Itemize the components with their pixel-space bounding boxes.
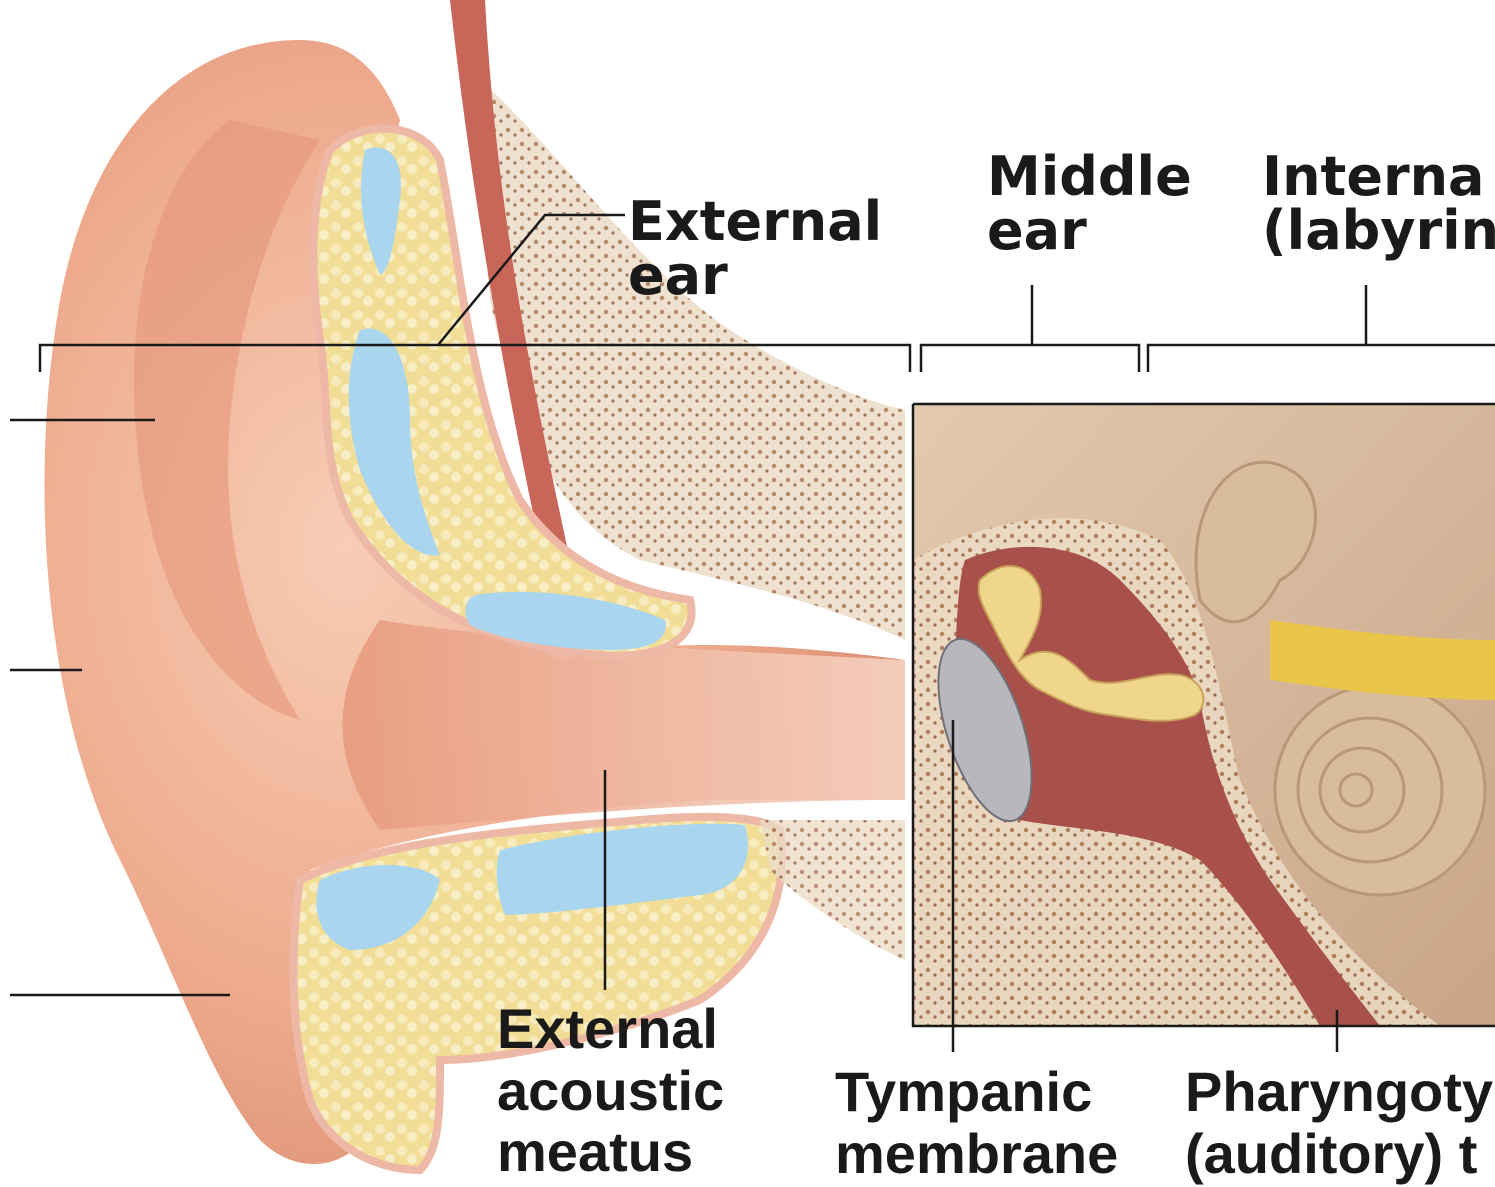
label-meatus-line-3: meatus [497, 1121, 724, 1183]
label-tympanic-membrane: Tympanic membrane [835, 1061, 1118, 1184]
label-external-acoustic-meatus: External acoustic meatus [497, 998, 724, 1183]
label-external-ear-line-1: External [628, 195, 882, 249]
cochlea [1275, 685, 1485, 895]
label-pharyngotympanic-tube: Pharyngoty (auditory) t [1185, 1061, 1493, 1184]
label-middle-ear: Middle ear [987, 150, 1192, 258]
label-tympanic-line-2: membrane [835, 1123, 1118, 1185]
label-external-ear: External ear [628, 195, 882, 303]
internal-ear-bracket [1148, 345, 1495, 372]
label-middle-ear-line-2: ear [987, 204, 1192, 258]
middle-ear-bracket [921, 345, 1139, 372]
label-internal-ear: Interna (labyrin [1262, 150, 1495, 258]
label-tube-line-1: Pharyngoty [1185, 1061, 1493, 1123]
label-internal-ear-line-1: Interna [1262, 150, 1495, 204]
label-meatus-line-2: acoustic [497, 1060, 724, 1122]
label-tube-line-2: (auditory) t [1185, 1123, 1493, 1185]
label-internal-ear-line-2: (labyrin [1262, 204, 1495, 258]
label-external-ear-line-2: ear [628, 249, 882, 303]
label-middle-ear-line-1: Middle [987, 150, 1192, 204]
label-tympanic-line-1: Tympanic [835, 1061, 1118, 1123]
label-meatus-line-1: External [497, 998, 724, 1060]
